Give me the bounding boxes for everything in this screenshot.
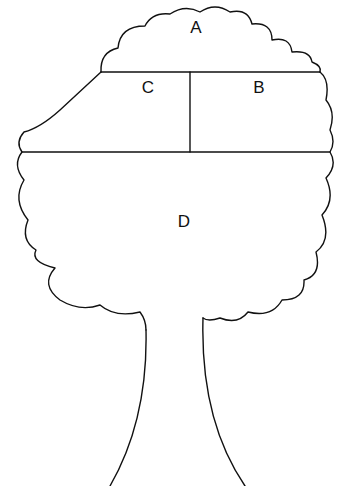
trunk-outline [110,330,146,486]
region-label: D [178,213,190,230]
divider-line [189,72,190,152]
region-label: B [253,79,264,96]
region-label: A [190,19,201,36]
trunk-outline [203,318,245,486]
divider-line [22,151,330,152]
crown-top-outline [101,7,320,72]
divider-line [101,71,320,72]
crown-left-outline [17,72,146,330]
crown-right-outline [203,72,333,320]
region-label: C [142,79,154,96]
